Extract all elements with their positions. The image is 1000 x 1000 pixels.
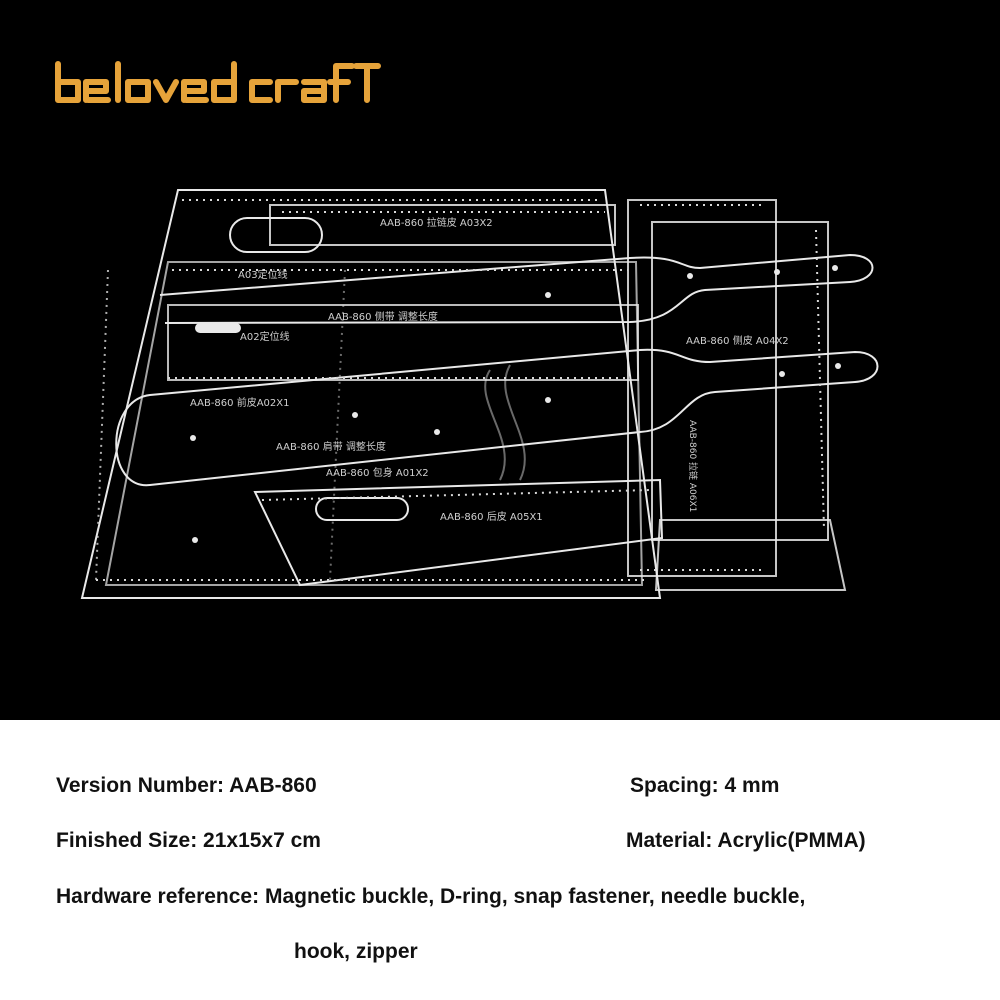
piece-label-a03: AAB-860 拉链皮 A03X2 — [380, 216, 493, 229]
piece-label-a02-line: A02定位线 — [240, 330, 290, 343]
spec-material: Material:Acrylic(PMMA) — [626, 829, 866, 853]
main-panel-inner — [104, 261, 644, 586]
spec-spacing-label: Spacing: — [630, 774, 719, 797]
spec-panel: Version Number:AAB-860 Spacing:4 mm Fini… — [0, 720, 1000, 1000]
strap-slot — [195, 323, 241, 333]
spec-spacing: Spacing:4 mm — [630, 774, 779, 798]
acrylic-template-set: AAB-860 拉链皮 A03X2 A03定位线 AAB-860 侧带 调整长度… — [80, 189, 879, 599]
piece-label-a06: AAB-860 拉链 A06X1 — [687, 420, 699, 512]
upper-strap — [159, 253, 874, 324]
brand-logo — [55, 61, 381, 103]
zipper-panel — [253, 478, 664, 587]
product-photo: AAB-860 拉链皮 A03X2 A03定位线 AAB-860 侧带 调整长度… — [0, 0, 1000, 720]
piece-label-a03-line: A03定位线 — [238, 268, 288, 281]
lower-strap — [115, 348, 879, 487]
spec-version: Version Number:AAB-860 — [56, 774, 317, 798]
spec-version-label: Version Number: — [56, 774, 225, 797]
spec-material-label: Material: — [626, 829, 713, 852]
zipper-strip — [269, 204, 616, 246]
zipper-slot — [315, 497, 409, 521]
front-strip — [167, 304, 639, 381]
spec-spacing-value: 4 mm — [724, 774, 780, 797]
spec-material-value: Acrylic(PMMA) — [717, 829, 866, 852]
spec-size-label: Finished Size: — [56, 829, 198, 852]
piece-label-a04: AAB-860 侧皮 A04X2 — [686, 334, 789, 347]
spec-hardware-value: Magnetic buckle, D-ring, snap fastener, … — [264, 885, 806, 908]
spec-hardware-continued: hook, zipper — [294, 940, 418, 963]
main-panel — [80, 189, 662, 599]
piece-label-a01: AAB-860 包身 A01X2 — [326, 466, 429, 479]
piece-label-a02: AAB-860 前皮A02X1 — [190, 396, 289, 409]
piece-label-shoulder-strap: AAB-860 肩带 调整长度 — [276, 440, 386, 453]
tab-oval — [229, 217, 323, 253]
spec-hardware-label: Hardware reference: — [56, 885, 260, 908]
right-panel-3 — [654, 519, 847, 591]
right-panel-2 — [651, 221, 829, 541]
spec-hardware: Hardware reference:Magnetic buckle, D-ri… — [56, 885, 805, 909]
spec-size: Finished Size:21x15x7 cm — [56, 829, 321, 853]
spec-version-value: AAB-860 — [229, 774, 317, 797]
piece-label-side-strap: AAB-860 侧带 调整长度 — [328, 310, 438, 323]
spec-size-value: 21x15x7 cm — [203, 829, 321, 852]
piece-label-a05: AAB-860 后皮 A05X1 — [440, 510, 543, 523]
